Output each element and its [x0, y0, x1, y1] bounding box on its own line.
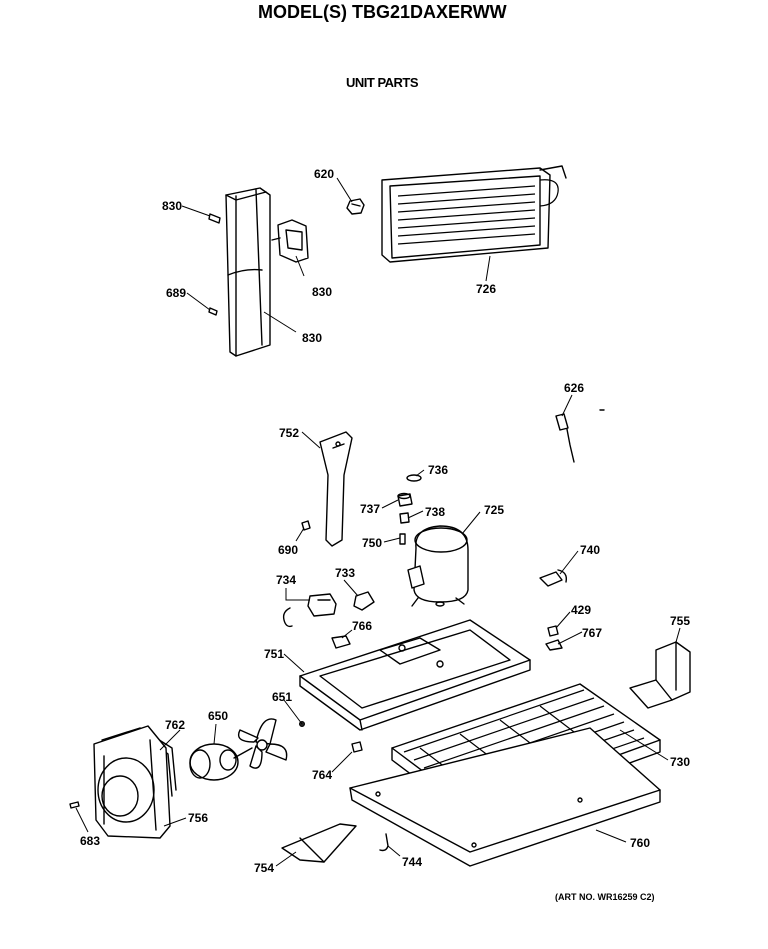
screw-683-icon — [69, 801, 80, 809]
callout-751: 751 — [264, 647, 284, 661]
part-752-bracket — [319, 431, 353, 547]
part-429-clip — [547, 625, 559, 637]
part-651-fan-blade — [237, 718, 305, 769]
part-726-condenser — [381, 165, 567, 263]
part-733-start-relay — [353, 591, 375, 611]
callout-830-bracket: 830 — [312, 285, 332, 299]
callout-830-screw: 830 — [162, 199, 182, 213]
art-number: (ART NO. WR16259 C2) — [555, 892, 655, 902]
callout-620: 620 — [314, 167, 334, 181]
callout-764: 764 — [312, 768, 332, 782]
callout-733: 733 — [335, 566, 355, 580]
callout-734: 734 — [276, 573, 296, 587]
screw-830-icon — [208, 213, 221, 224]
section-title: UNIT PARTS — [346, 75, 419, 90]
part-738-sleeve — [399, 512, 410, 524]
part-751-base-pan — [299, 619, 531, 731]
callout-766: 766 — [352, 619, 372, 633]
callout-730: 730 — [670, 755, 690, 769]
callout-650: 650 — [208, 709, 228, 723]
part-750-bolt — [399, 533, 406, 545]
part-626-power-cord — [555, 409, 605, 463]
part-734-overload — [282, 593, 337, 628]
callout-626: 626 — [564, 381, 584, 395]
leader-lines — [75, 177, 681, 867]
page-title: MODEL(S) TBG21DAXERWW — [258, 2, 507, 22]
part-737-grommet — [397, 492, 413, 507]
part-760-drain-pan — [349, 727, 661, 867]
callout-725: 725 — [484, 503, 504, 517]
part-830-bracket — [271, 219, 309, 263]
part-754-shield — [281, 823, 357, 863]
callout-736: 736 — [428, 463, 448, 477]
callout-760: 760 — [630, 836, 650, 850]
part-744-clip — [379, 833, 389, 852]
callout-737: 737 — [360, 502, 380, 516]
callout-754: 754 — [254, 861, 274, 875]
callout-683: 683 — [80, 834, 100, 848]
part-766-clip — [331, 635, 351, 649]
callout-762: 762 — [165, 718, 185, 732]
callout-744: 744 — [402, 855, 422, 869]
callout-651: 651 — [272, 690, 292, 704]
callout-752: 752 — [279, 426, 299, 440]
part-764-screw-icon — [351, 741, 363, 753]
part-725-compressor — [407, 525, 469, 607]
callout-756: 756 — [188, 811, 208, 825]
callout-740: 740 — [580, 543, 600, 557]
callout-750: 750 — [362, 536, 382, 550]
callout-429: 429 — [571, 603, 591, 617]
part-767-clip — [545, 639, 563, 651]
callout-689: 689 — [166, 286, 186, 300]
callout-738: 738 — [425, 505, 445, 519]
part-755-bracket — [629, 641, 691, 709]
callout-755: 755 — [670, 614, 690, 628]
callout-726: 726 — [476, 282, 496, 296]
screw-690-icon — [301, 520, 311, 531]
part-620-cap — [346, 198, 365, 215]
callout-830-channel: 830 — [302, 331, 322, 345]
callout-labels: 620 830 830 830 689 726 626 752 736 737 … — [80, 167, 690, 875]
callout-767: 767 — [582, 626, 602, 640]
part-756-fan-shroud — [93, 725, 171, 839]
screw-689-icon — [208, 307, 218, 316]
part-830-channel — [225, 187, 271, 357]
part-740-relay — [539, 569, 568, 587]
part-650-fan-motor — [189, 743, 253, 781]
part-736-washer — [406, 474, 422, 482]
callout-690: 690 — [278, 543, 298, 557]
